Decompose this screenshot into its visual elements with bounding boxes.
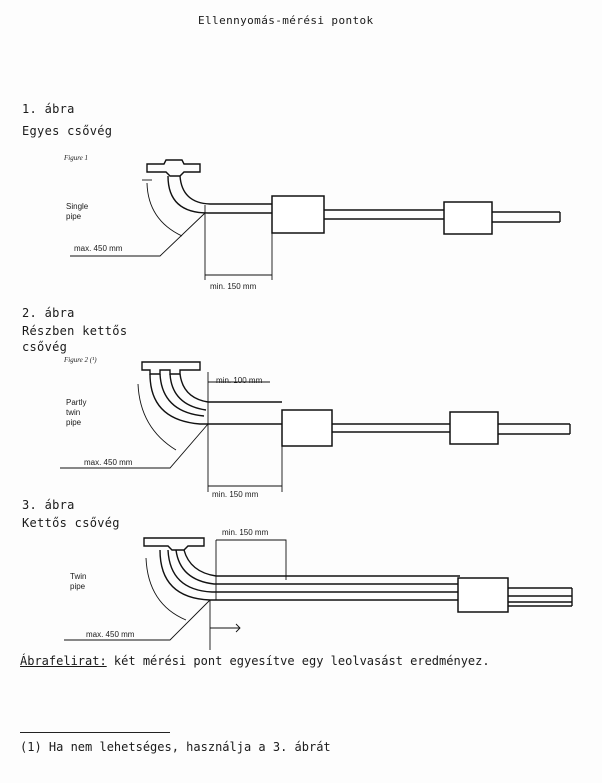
dim-arc xyxy=(145,557,187,621)
measurement-box-2 xyxy=(449,411,499,445)
valve-icon xyxy=(146,159,201,177)
dim-arc xyxy=(137,383,177,451)
dim-label-min-150: min. 150 mm xyxy=(210,282,257,291)
measurement-box-2 xyxy=(443,201,493,235)
figure-3-diagram xyxy=(64,537,573,650)
pipe-label-line-2: pipe xyxy=(70,582,86,591)
caption-label: Ábrafelirat: xyxy=(20,654,107,668)
figure-2-name-line-1: Részben kettős xyxy=(22,324,128,338)
measurement-box xyxy=(457,577,509,613)
valve-icon xyxy=(143,537,205,551)
pipe-bend-3 xyxy=(175,549,460,585)
dim-arrow xyxy=(210,623,241,633)
dim-line-150 xyxy=(215,539,287,600)
footnote: (1) Ha nem lehetséges, használja a 3. áb… xyxy=(20,740,331,754)
dim-leader xyxy=(64,599,211,641)
pipe-end xyxy=(492,211,561,223)
pipe-label-line-2: pipe xyxy=(66,212,82,221)
pipe-bend-3 xyxy=(169,373,207,411)
dim-label-max-450: max. 450 mm xyxy=(84,458,133,467)
valve-icon xyxy=(141,361,201,375)
pipe-bend-4 xyxy=(183,549,460,577)
pipe-end xyxy=(498,423,571,435)
figure-1-label: Figure 1 xyxy=(64,154,89,162)
figure-3-name: Kettős csővég xyxy=(22,516,120,530)
pipe-bend-2 xyxy=(167,549,460,593)
pipe-bend-inner xyxy=(179,175,272,205)
figure-2-number: 2. ábra xyxy=(22,306,75,320)
figure-1-diagram xyxy=(70,159,561,280)
pipe-end xyxy=(508,587,573,607)
dim-label-min-150: min. 150 mm xyxy=(222,528,269,537)
figure-2-name-line-2: csővég xyxy=(22,340,68,354)
page-title: Ellennyomás-mérési pontok xyxy=(198,14,374,27)
pipe-bend-1 xyxy=(159,549,460,601)
dim-leader xyxy=(60,423,209,469)
pipe-bend xyxy=(167,175,272,214)
figure-1-name: Egyes csővég xyxy=(22,124,113,138)
pipe-label-line-1: Twin xyxy=(70,572,87,581)
pipe-label-line-2: twin xyxy=(66,408,81,417)
figure-caption: Ábrafelirat: két mérési pont egyesítve e… xyxy=(20,654,490,668)
dim-leader xyxy=(70,212,206,257)
dim-label-min-150: min. 150 mm xyxy=(212,490,259,499)
measurement-box-1 xyxy=(271,195,325,234)
pipe-straight xyxy=(332,423,450,433)
figure-3-number: 3. ábra xyxy=(22,498,75,512)
pipe-bend-2 xyxy=(159,373,205,417)
pipe-label-line-3: pipe xyxy=(66,418,82,427)
dim-label-min-100: min. 100 mm xyxy=(216,376,263,385)
dim-label-max-450: max. 450 mm xyxy=(74,244,123,253)
footnote-divider xyxy=(20,732,170,733)
pipe-bend-1 xyxy=(149,373,282,425)
pipe-label-line-1: Single xyxy=(66,202,89,211)
pipe-straight xyxy=(324,209,444,220)
measurement-box-1 xyxy=(281,409,333,447)
pipe-label-line-1: Partly xyxy=(66,398,87,407)
caption-text: két mérési pont egyesítve egy leolvasást… xyxy=(106,654,490,668)
figure-2-diagram xyxy=(60,361,571,492)
dim-arc xyxy=(146,182,183,237)
dim-label-max-450: max. 450 mm xyxy=(86,630,135,639)
figure-2-label: Figure 2 (¹) xyxy=(64,356,97,364)
figure-1-number: 1. ábra xyxy=(22,102,75,116)
